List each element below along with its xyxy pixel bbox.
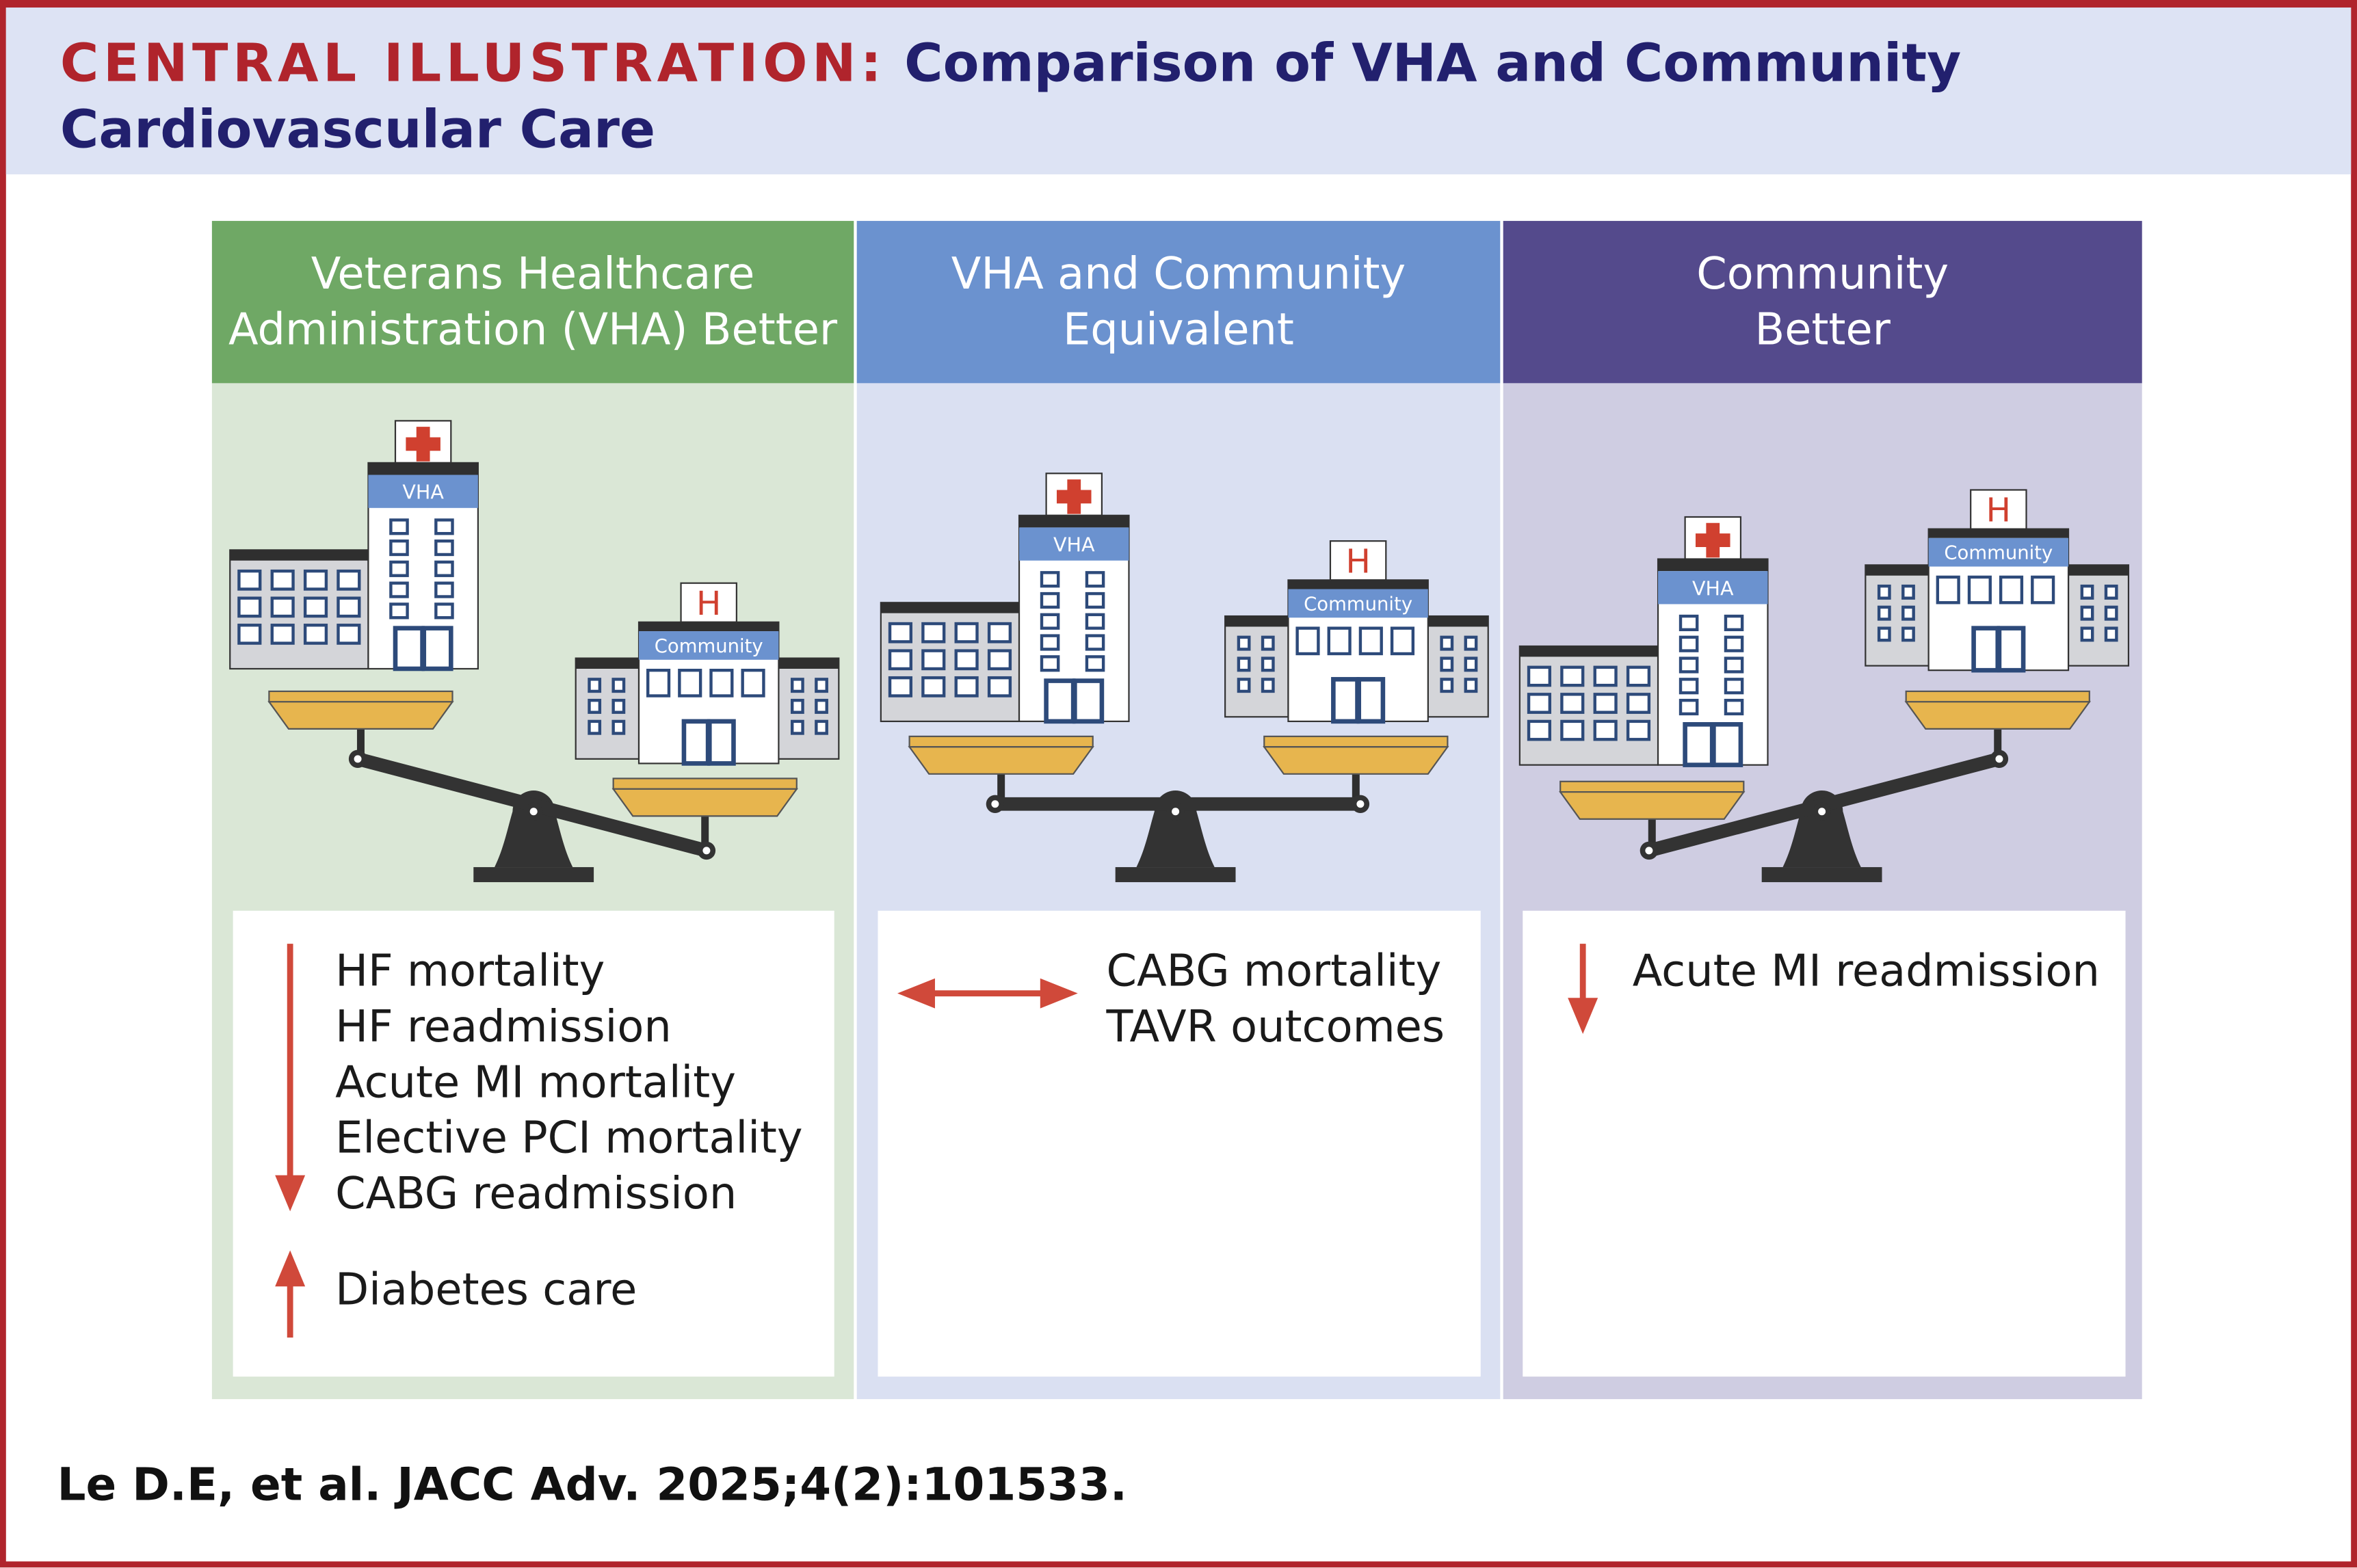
list-item: CABG mortality (1106, 945, 1442, 997)
list-item: CABG readmission (335, 1167, 737, 1219)
title-text: Comparison of VHA and Community Cardiova… (60, 34, 1962, 161)
heading-line: Veterans Healthcare (311, 248, 755, 300)
list-item: TAVR outcomes (1106, 1000, 1445, 1052)
list-item: Elective PCI mortality (335, 1112, 803, 1164)
outcomes-box: Acute MI readmission (1523, 910, 2126, 1377)
heading-line: VHA and Community (951, 248, 1406, 300)
list-item: HF mortality (335, 945, 605, 997)
title-banner: CENTRAL ILLUSTRATION: Comparison of VHA … (5, 7, 2352, 174)
higher-items-list: Diabetes care (335, 1262, 637, 1318)
title-lead: CENTRAL ILLUSTRATION: (60, 34, 886, 95)
lower-items-list: HF mortality HF readmission Acute MI mor… (335, 944, 803, 1222)
heading-line: Administration (VHA) Better (228, 303, 838, 355)
list-item: Acute MI readmission (1632, 945, 2100, 997)
outcomes-box: CABG mortality TAVR outcomes (878, 910, 1481, 1377)
lower-items-list: Acute MI readmission (1633, 944, 2100, 999)
list-item: Diabetes care (335, 1264, 637, 1315)
outcomes-box: HF mortality HF readmission Acute MI mor… (233, 910, 834, 1377)
list-item: HF readmission (335, 1000, 672, 1052)
heading-line: Better (1754, 303, 1891, 355)
heading-line: Equivalent (1063, 303, 1294, 355)
heading-line: Community (1696, 248, 1949, 300)
equal-items-list: CABG mortality TAVR outcomes (1107, 944, 1445, 1055)
page-title: CENTRAL ILLUSTRATION: Comparison of VHA … (60, 31, 2165, 163)
citation: Le D.E, et al. JACC Adv. 2025;4(2):10153… (57, 1459, 1127, 1512)
list-item: Acute MI mortality (335, 1056, 736, 1108)
